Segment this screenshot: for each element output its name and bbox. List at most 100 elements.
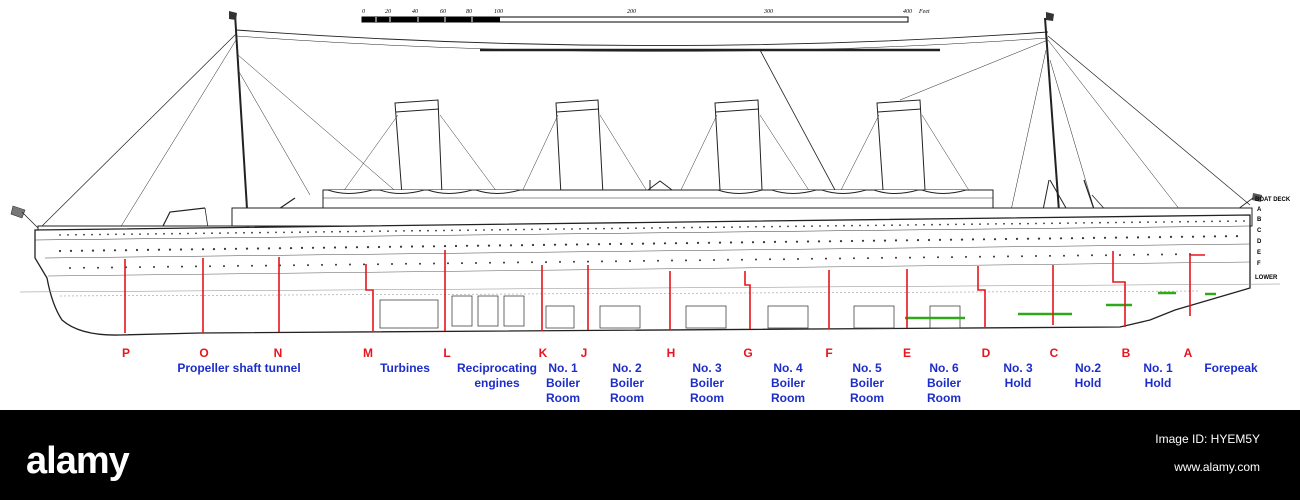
porthole [564, 243, 568, 246]
porthole [691, 226, 693, 229]
porthole [195, 265, 197, 268]
porthole [707, 241, 711, 244]
porthole [139, 233, 141, 236]
portholes [58, 220, 1245, 269]
porthole [587, 260, 589, 263]
porthole [1091, 254, 1093, 257]
porthole [99, 233, 101, 236]
porthole [507, 228, 509, 231]
letter-d: D [982, 346, 991, 360]
porthole [1133, 253, 1135, 256]
porthole [251, 231, 253, 234]
porthole [179, 248, 183, 251]
porthole [234, 247, 238, 250]
porthole [179, 232, 181, 235]
porthole [163, 232, 165, 235]
porthole [982, 238, 986, 241]
porthole [443, 245, 447, 248]
porthole [553, 243, 557, 246]
letter-b: B [1122, 346, 1131, 360]
porthole [762, 241, 766, 244]
porthole [1059, 222, 1061, 225]
deck-label-b: B [1257, 217, 1262, 223]
letter-f: F [825, 346, 832, 360]
porthole [667, 226, 669, 229]
porthole [573, 260, 575, 263]
deck-label-a: A [1257, 207, 1262, 213]
porthole [201, 248, 205, 251]
site-url-text: www.alamy.com [1174, 460, 1260, 474]
porthole [575, 243, 579, 246]
porthole [938, 238, 942, 241]
porthole [731, 226, 733, 229]
label-propeller-shaft-tunnel: Propeller shaft tunnel [177, 361, 300, 375]
porthole [300, 246, 304, 249]
porthole [195, 232, 197, 235]
porthole [531, 243, 535, 247]
porthole [861, 239, 865, 242]
porthole [993, 238, 997, 241]
porthole [410, 245, 414, 248]
porthole [1003, 222, 1005, 225]
porthole [601, 260, 603, 263]
porthole [937, 256, 939, 259]
letter-c: C [1050, 346, 1059, 360]
porthole [322, 246, 326, 249]
porthole [619, 242, 623, 245]
porthole [1077, 254, 1079, 257]
porthole [659, 227, 661, 229]
porthole [83, 266, 85, 269]
porthole [652, 242, 656, 245]
porthole [1115, 221, 1117, 224]
porthole [1070, 237, 1074, 240]
machinery [379, 295, 961, 329]
porthole [335, 263, 337, 266]
porthole [1083, 222, 1085, 224]
porthole [811, 225, 813, 228]
porthole [615, 260, 617, 263]
porthole [190, 248, 194, 251]
bulkhead-b [1112, 251, 1126, 327]
porthole [187, 232, 189, 235]
masts-and-rigging [10, 11, 1262, 233]
porthole [839, 257, 841, 260]
porthole [227, 232, 229, 234]
deck-label-d: D [1257, 239, 1262, 245]
porthole [203, 232, 205, 235]
porthole [1219, 220, 1221, 223]
porthole [1048, 237, 1052, 240]
porthole [806, 240, 810, 243]
porthole [1139, 221, 1141, 224]
porthole [1026, 237, 1030, 240]
porthole [755, 225, 757, 228]
porthole [1011, 222, 1013, 225]
porthole [907, 224, 909, 226]
porthole [419, 262, 421, 265]
compartment-labels: Propeller shaft tunnel Turbines Reciproc… [177, 361, 1258, 405]
porthole [371, 230, 373, 233]
porthole [611, 227, 613, 230]
porthole [1169, 235, 1173, 238]
porthole [1235, 235, 1239, 238]
porthole [243, 231, 245, 234]
porthole [859, 224, 861, 227]
porthole [123, 233, 125, 236]
porthole [683, 226, 685, 229]
porthole [331, 230, 333, 233]
porthole [265, 264, 267, 267]
porthole [433, 262, 435, 265]
bulkhead-m [365, 264, 374, 331]
porthole [850, 239, 854, 243]
porthole [727, 258, 729, 261]
porthole [168, 248, 172, 251]
porthole [699, 259, 701, 262]
porthole [1081, 237, 1085, 240]
porthole [963, 223, 965, 226]
porthole [1227, 220, 1229, 223]
porthole [895, 256, 897, 259]
porthole [1035, 255, 1037, 257]
